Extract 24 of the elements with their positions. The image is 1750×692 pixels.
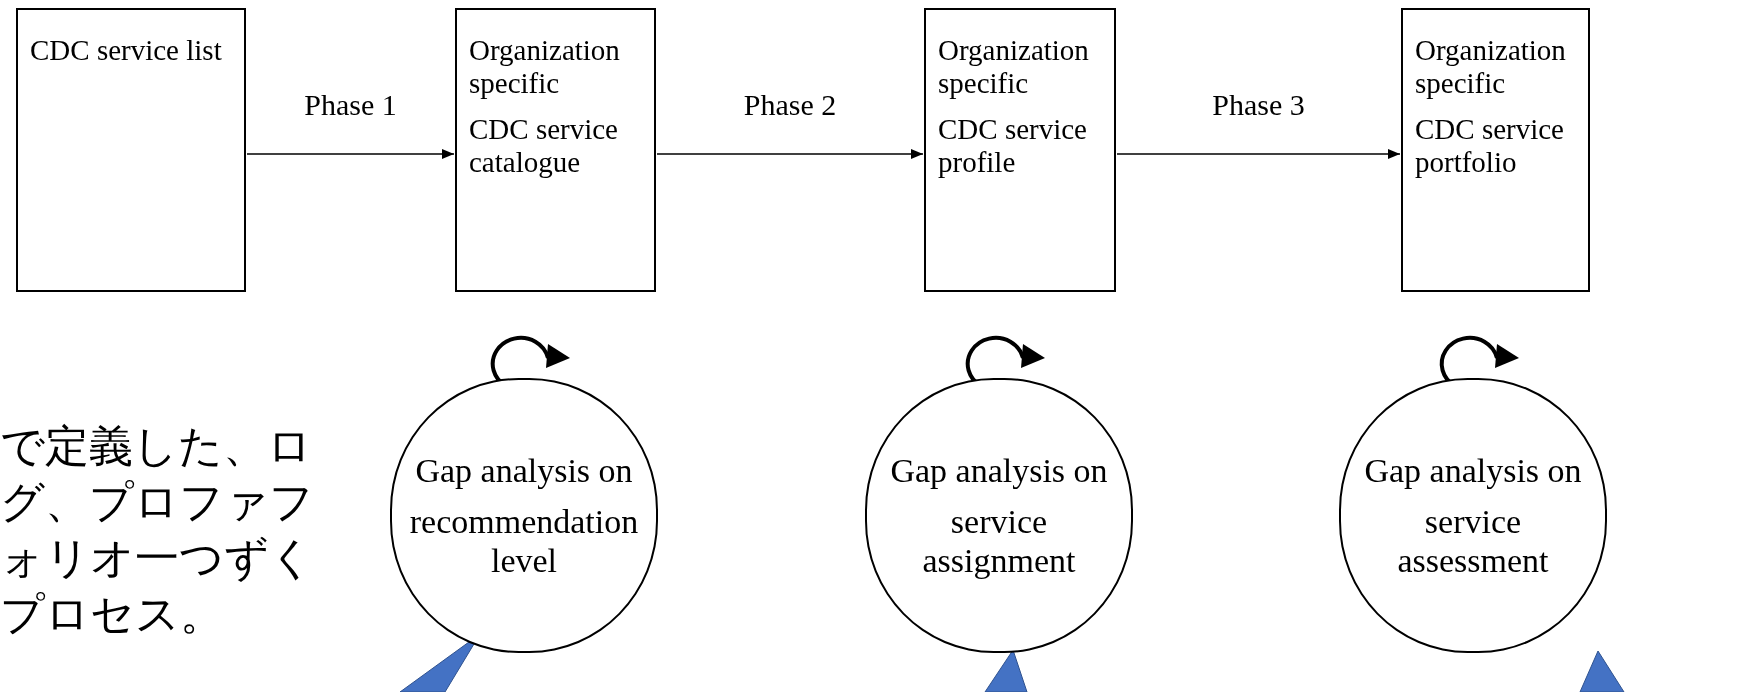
box-text: CDC service profile (938, 112, 1088, 180)
analysis-text: Gap analysis on (890, 450, 1108, 490)
process-box (924, 8, 1116, 292)
edge-label: Phase 3 (1211, 90, 1306, 120)
process-box (16, 8, 246, 292)
box-text: CDC service list (30, 34, 222, 68)
box-text: Organization specific (1415, 34, 1567, 101)
analysis-text: recommendation level (408, 501, 640, 581)
arrow (656, 149, 924, 159)
process-box (455, 8, 656, 292)
arrow (1116, 149, 1401, 159)
arrow (246, 149, 455, 159)
analysis-text: service assessment (1396, 501, 1550, 581)
analysis-text: Gap analysis on (415, 450, 633, 490)
box-text: CDC service portfolio (1415, 112, 1565, 180)
box-text: CDC service catalogue (469, 112, 619, 180)
analysis-text: service assignment (921, 501, 1077, 581)
edge-label: Phase 1 (303, 90, 398, 120)
box-text: Organization specific (469, 34, 621, 101)
process-box (1401, 8, 1590, 292)
analysis-text: Gap analysis on (1364, 450, 1582, 490)
box-text: Organization specific (938, 34, 1090, 101)
note-text: で定義した、ログ、プロファフォリオ一つずくプロセス。 (0, 419, 315, 641)
edge-label: Phase 2 (742, 90, 838, 120)
